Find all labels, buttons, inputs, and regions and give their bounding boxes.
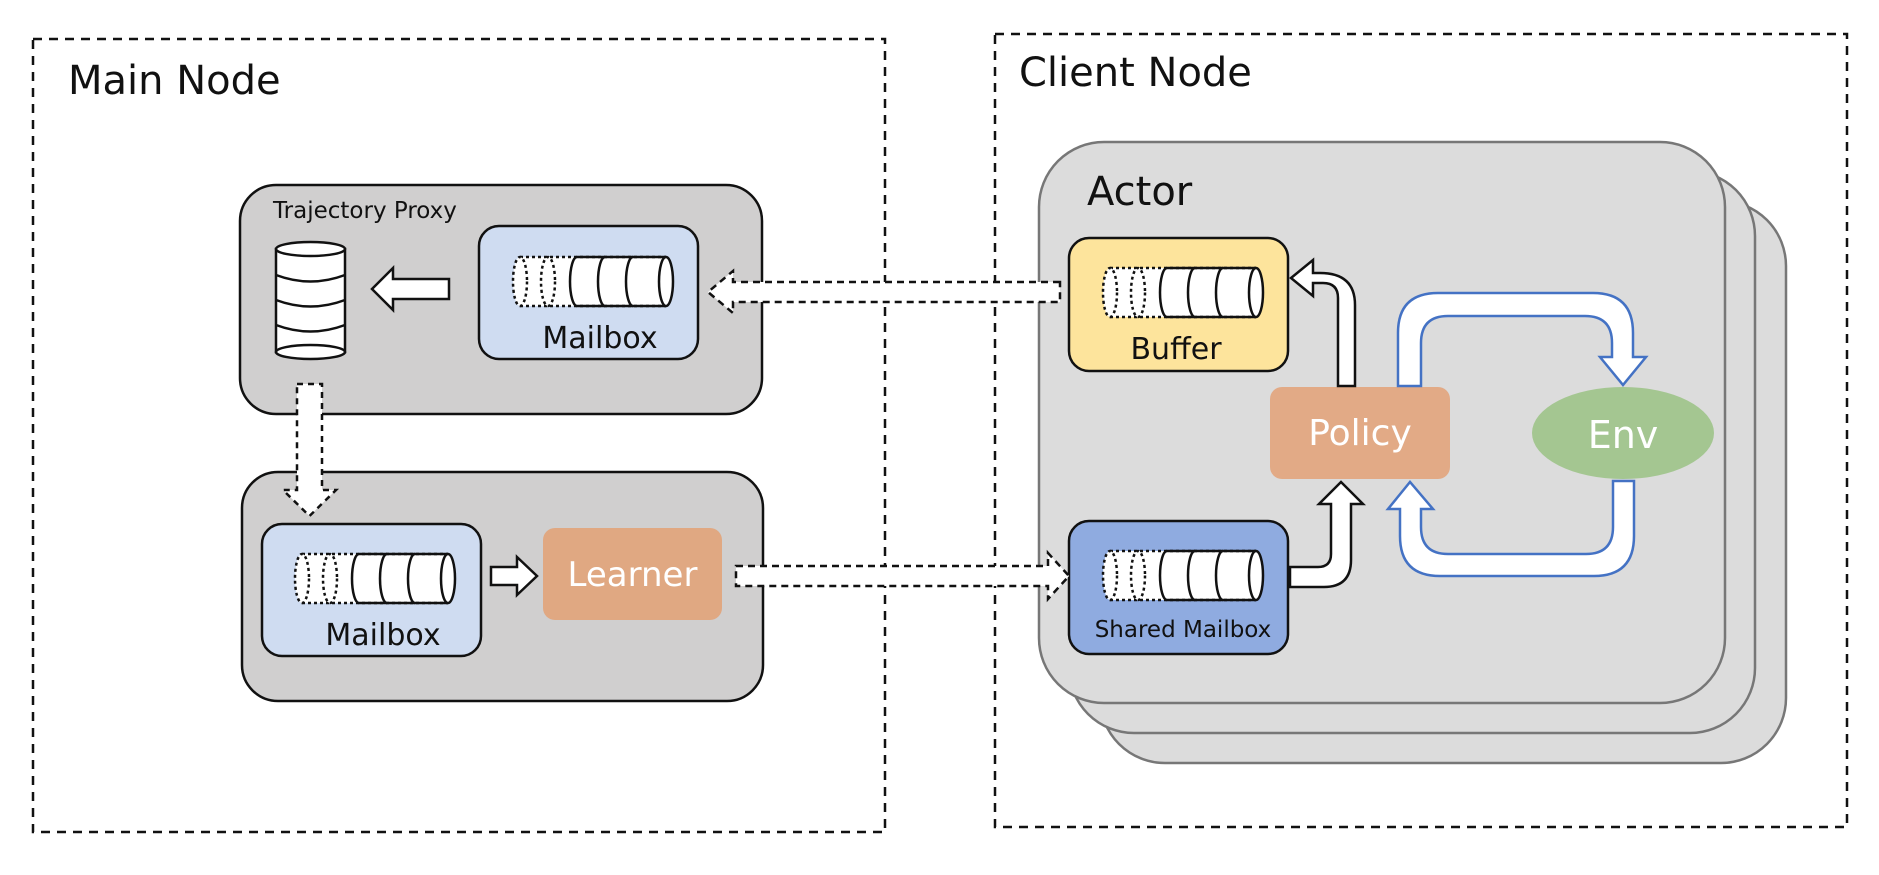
params-broadcast-arrow <box>734 549 1071 603</box>
queue-icon <box>293 552 457 605</box>
consume-arrow-icon <box>489 554 539 598</box>
env-label: Env <box>1588 413 1659 457</box>
client-node-title: Client Node <box>1019 50 1252 96</box>
store-arrow-icon <box>370 264 451 314</box>
policy-to-env-loop-arrow <box>1396 291 1649 388</box>
queue-icon <box>511 255 675 308</box>
main-node-frame <box>31 37 887 834</box>
learner-box <box>543 528 722 620</box>
client-node-frame <box>993 32 1849 829</box>
queue-icon <box>1101 266 1265 319</box>
actor-label: Actor <box>1087 169 1193 215</box>
env-ellipse <box>1532 387 1714 479</box>
policy-box <box>1270 387 1450 479</box>
policy-to-buffer-arrow <box>1289 257 1357 388</box>
learner-label: Learner <box>568 555 698 595</box>
database-icon <box>274 240 347 361</box>
mailbox-to-policy-arrow <box>1288 480 1367 589</box>
main-node-title: Main Node <box>68 58 281 104</box>
buffer-label: Buffer <box>1130 332 1222 367</box>
proxy-mailbox-label: Mailbox <box>542 321 657 356</box>
learner-mailbox-label: Mailbox <box>325 618 440 653</box>
policy-label: Policy <box>1308 413 1412 454</box>
env-to-policy-loop-arrow <box>1385 479 1636 578</box>
trajectory-flow-arrow <box>279 382 340 518</box>
shared-mailbox-label: Shared Mailbox <box>1095 617 1272 643</box>
queue-icon <box>1101 549 1265 602</box>
trajectory-proxy-label: Trajectory Proxy <box>272 198 457 224</box>
trajectory-send-arrow <box>706 268 1062 316</box>
